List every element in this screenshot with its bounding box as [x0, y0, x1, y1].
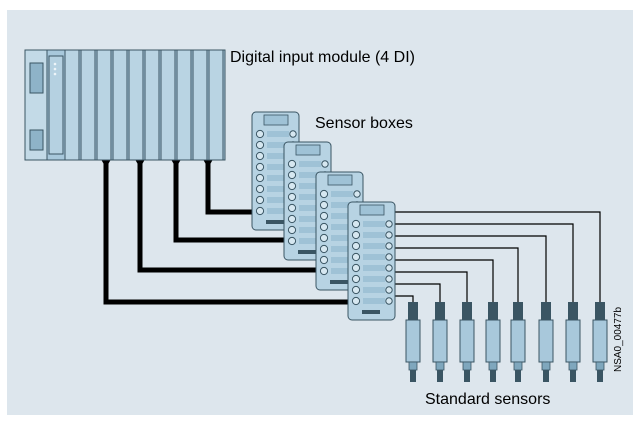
- standard-sensor: [432, 302, 448, 382]
- standard-sensor: [538, 302, 554, 382]
- cable-3: [173, 160, 290, 243]
- standard-sensors-label: Standard sensors: [425, 391, 551, 408]
- digital-input-module: [24, 49, 226, 161]
- standard-sensor: [485, 302, 501, 382]
- module-label: Digital input module (4 DI): [230, 49, 415, 66]
- standard-sensor: [459, 302, 475, 382]
- standard-sensor: [592, 302, 608, 382]
- cable-1: [103, 160, 356, 305]
- module-slots: [64, 49, 224, 161]
- standard-sensor: [565, 302, 581, 382]
- sensor-boxes: [251, 111, 396, 321]
- standard-sensor: [510, 302, 526, 382]
- cable-4: [205, 160, 258, 215]
- sensor-boxes-label: Sensor boxes: [315, 115, 413, 132]
- sensor-cables: [395, 211, 601, 302]
- sensor-box: [347, 201, 396, 321]
- cable-2: [137, 160, 322, 273]
- module-cables: [103, 160, 356, 305]
- standard-sensor: [405, 302, 421, 382]
- drawing-reference: NSA0_00477b: [613, 306, 624, 372]
- standard-sensors: [405, 302, 608, 382]
